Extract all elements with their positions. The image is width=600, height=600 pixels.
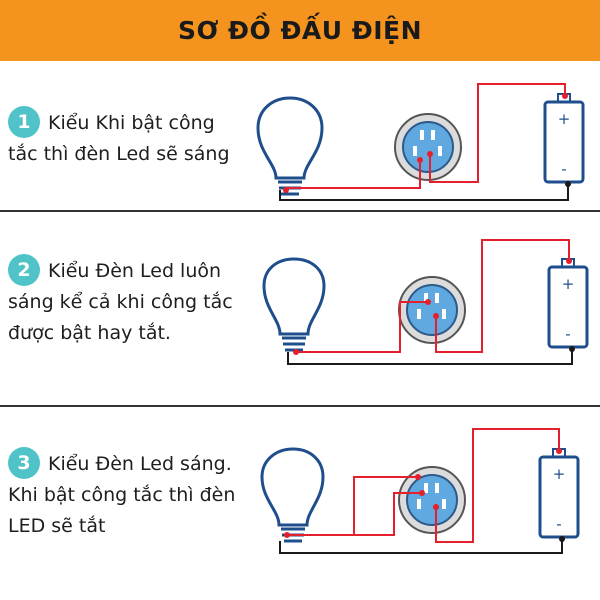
wire-red [435,239,570,353]
wire-red [429,83,566,183]
battery-icon: + - [538,448,580,539]
wire-black [279,537,563,554]
battery-icon: + - [543,93,585,184]
section-caption: 3 Kiểu Đèn Led sáng. Khi bật công tắc thì… [8,447,270,542]
page-title: SƠ ĐỒ ĐẤU ĐIỆN [178,16,422,45]
header-banner: SƠ ĐỒ ĐẤU ĐIỆN [0,0,600,61]
battery-minus-label: - [565,325,570,343]
caption-line: LED sẽ tắt [8,515,106,537]
number-badge: 2 [8,254,40,286]
battery-plus-label: + [562,275,575,293]
battery-plus-label: + [553,465,566,483]
wiring-diagram: + - [256,83,585,201]
light-bulb-icon [256,96,324,196]
battery-plus-label: + [558,110,571,128]
wire-black [287,347,573,365]
push-switch-icon [394,113,462,181]
wire-red [293,492,422,536]
wiring-section-1: 1 Kiểu Khi bật công tắc thì đèn Led sẽ sá… [0,62,600,252]
wiring-diagram: + - [262,239,589,365]
battery-minus-label: - [561,160,566,178]
caption-line: tắc thì đèn Led sẽ sáng [8,143,230,165]
light-bulb-icon [260,447,325,543]
battery-icon: + - [547,258,589,349]
section-caption: 2 Kiểu Đèn Led luôn sáng kể cả khi công t… [8,254,270,349]
section-divider [0,405,600,407]
number-badge: 1 [8,106,40,138]
wiring-section-3: 3 Kiểu Đèn Led sáng. Khi bật công tắc thì… [0,407,600,597]
caption-line: Kiểu Đèn Led sáng. [48,453,232,475]
wire-red [435,428,560,543]
section-divider [0,210,600,212]
section-caption: 1 Kiểu Khi bật công tắc thì đèn Led sẽ sá… [8,106,270,170]
caption-line: Kiểu Đèn Led luôn [48,260,222,282]
caption-line: sáng kể cả khi công tắc [8,291,233,313]
wiring-section-2: 2 Kiểu Đèn Led luôn sáng kể cả khi công t… [0,212,600,402]
wire-red [296,301,428,353]
push-switch-icon [398,276,466,344]
wire-black [279,182,569,201]
number-badge: 3 [8,447,40,479]
caption-line: Khi bật công tắc thì đèn [8,484,236,506]
wiring-diagram: + - [260,428,580,554]
battery-minus-label: - [556,515,561,533]
caption-line: Kiểu Khi bật công [48,112,215,134]
caption-line: được bật hay tắt. [8,322,171,344]
push-switch-icon [398,466,466,534]
light-bulb-icon [262,257,326,352]
